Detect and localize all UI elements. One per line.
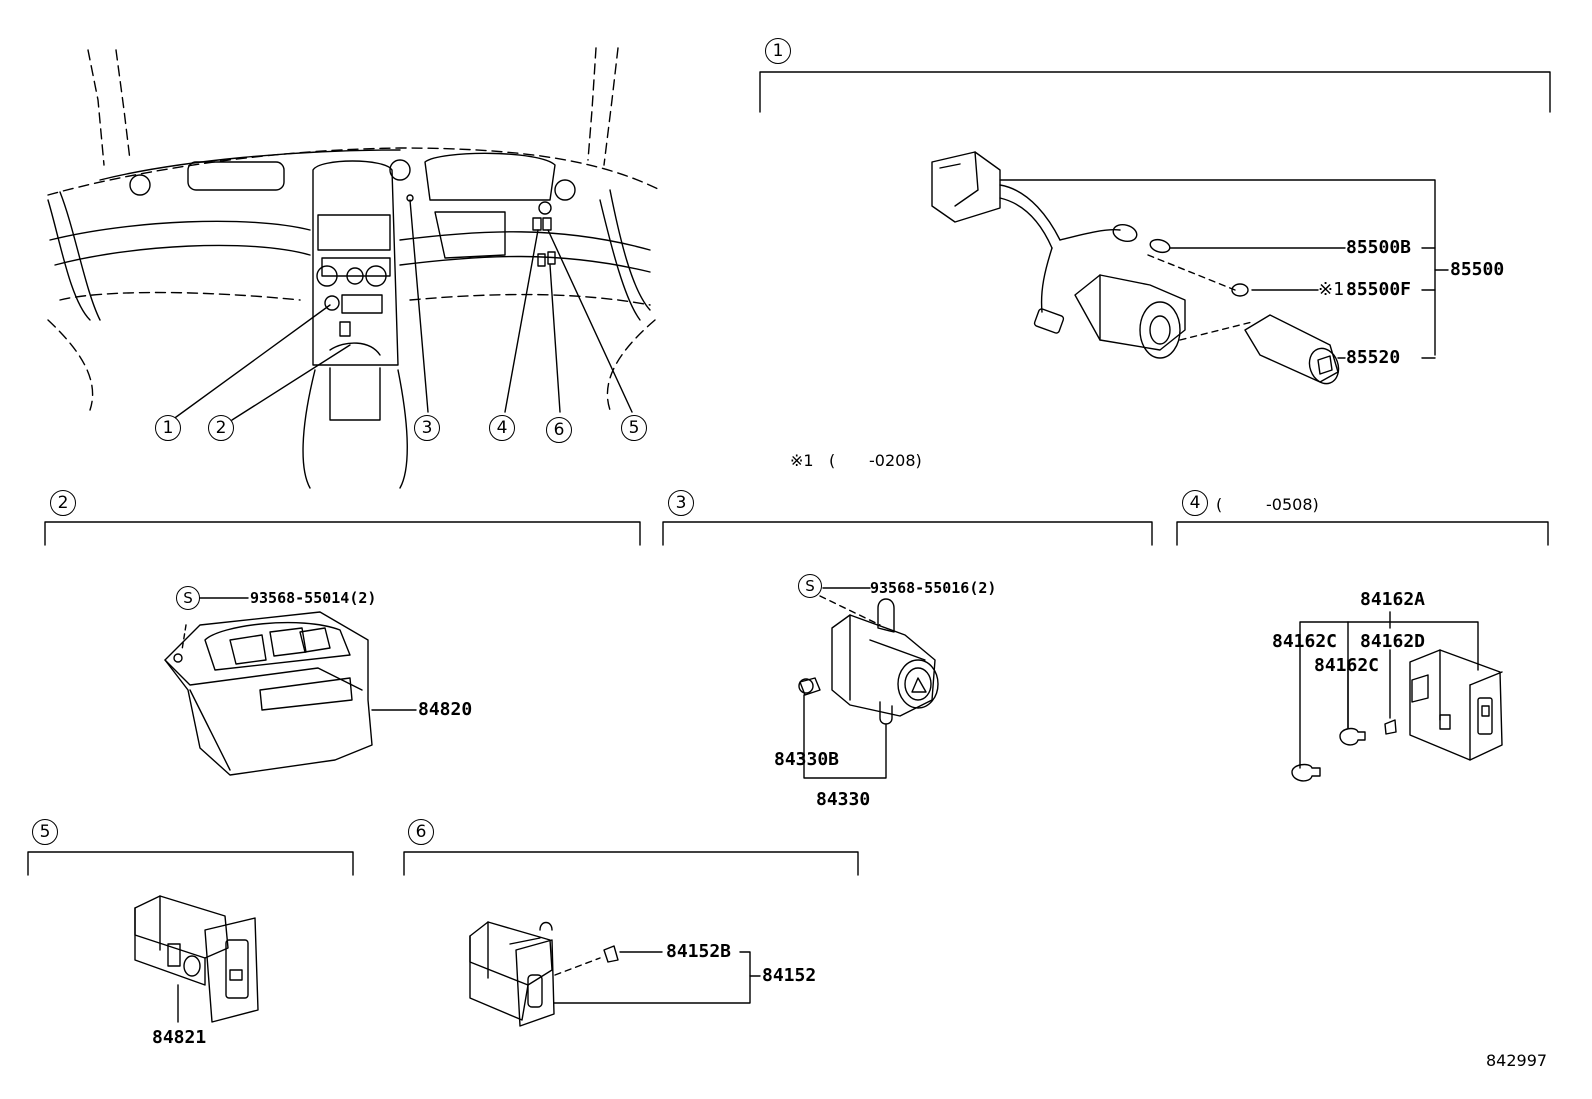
console-box-84820-drawing	[164, 597, 417, 776]
callout-6[interactable]: 6	[546, 417, 572, 443]
section-6-marker: 6	[408, 819, 434, 845]
section-5-frame	[27, 851, 354, 876]
callout-2[interactable]: 2	[208, 415, 234, 441]
hazard-switch-84330-drawing	[798, 587, 939, 779]
footnote-mark: ※1	[790, 451, 814, 470]
part-label-85520[interactable]: 85520	[1346, 347, 1401, 368]
part-label-85500F-note: ※1	[1318, 279, 1344, 300]
part-label-84330B[interactable]: 84330B	[774, 749, 840, 770]
part-label-93568-55014[interactable]: 93568-55014(2)	[250, 589, 377, 607]
section-5-marker: 5	[32, 819, 58, 845]
cigarette-lighter-assembly-drawing	[931, 151, 1449, 385]
part-label-84821[interactable]: 84821	[152, 1027, 207, 1048]
part-label-84162C-left[interactable]: 84162C	[1272, 631, 1338, 652]
section-2-marker: 2	[50, 490, 76, 516]
section-1-frame	[759, 71, 1551, 113]
screw-symbol: S	[176, 586, 200, 610]
section-4-range: -0508)	[1266, 495, 1319, 514]
part-label-85500[interactable]: 85500	[1450, 259, 1505, 280]
part-label-84162D[interactable]: 84162D	[1360, 631, 1426, 652]
section-3-marker: 3	[668, 490, 694, 516]
screw-symbol: S	[798, 574, 822, 598]
section-4-range-open: (	[1216, 495, 1223, 514]
part-label-85500F[interactable]: 85500F	[1346, 279, 1412, 300]
part-label-84152B[interactable]: 84152B	[666, 941, 732, 962]
section-1-marker: 1	[765, 38, 791, 64]
callout-5[interactable]: 5	[621, 415, 647, 441]
callout-3[interactable]: 3	[414, 415, 440, 441]
switch-84821-drawing	[134, 895, 259, 1023]
section-2-frame	[44, 521, 641, 546]
dashboard-overview-drawing	[47, 47, 661, 489]
dimmer-switch-84152-drawing	[469, 921, 761, 1027]
section-4-frame	[1176, 521, 1549, 546]
part-label-84820[interactable]: 84820	[418, 699, 473, 720]
part-label-85500B[interactable]: 85500B	[1346, 237, 1412, 258]
part-label-84162A[interactable]: 84162A	[1360, 589, 1426, 610]
switch-84162-drawing	[1291, 611, 1503, 782]
section-6-frame	[403, 851, 859, 876]
part-label-84330[interactable]: 84330	[816, 789, 871, 810]
part-label-84152[interactable]: 84152	[762, 965, 817, 986]
footnote-open-paren: (	[829, 451, 836, 470]
section-3-frame	[662, 521, 1153, 546]
drawing-id: 842997	[1486, 1051, 1548, 1070]
part-label-93568-55016[interactable]: 93568-55016(2)	[870, 579, 997, 597]
section-4-marker: 4	[1182, 490, 1208, 516]
callout-4[interactable]: 4	[489, 415, 515, 441]
part-label-84162C-middle[interactable]: 84162C	[1314, 655, 1380, 676]
callout-1[interactable]: 1	[155, 415, 181, 441]
footnote-range: -0208)	[869, 451, 922, 470]
